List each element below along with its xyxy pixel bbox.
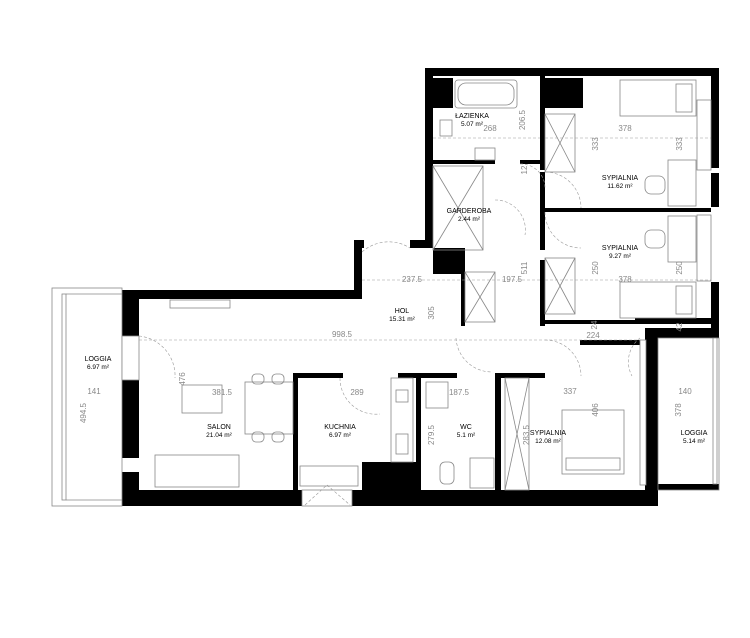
dim-bed1-h1: 333: [591, 137, 600, 151]
dimension-lines: [139, 137, 711, 341]
room-loggia-right: LOGGIA 5.14 m²: [681, 430, 708, 445]
svg-text:15.31 m²: 15.31 m²: [389, 316, 415, 323]
svg-text:5.1 m²: 5.1 m²: [457, 432, 476, 439]
svg-text:WC: WC: [460, 424, 472, 431]
dim-bed2-h1: 250: [591, 261, 600, 275]
room-loggia-left: LOGGIA 6.97 m²: [85, 356, 112, 371]
dim-bed3-w: 337: [563, 387, 577, 396]
dim-bed2-h2: 250: [675, 261, 684, 275]
svg-text:LOGGIA: LOGGIA: [85, 356, 112, 363]
svg-text:SALON: SALON: [207, 424, 231, 431]
room-labels: ŁAZIENKA 5.07 m² SYPIALNIA 11.62 m² GARD…: [85, 113, 708, 445]
room-kuchnia: KUCHNIA 6.97 m²: [324, 424, 356, 439]
dim-hall-305: 305: [427, 306, 436, 320]
dim-24: 24: [590, 320, 599, 329]
door-swings: [138, 163, 641, 415]
dim-closet-12: 12: [520, 165, 529, 174]
room-garderoba: GARDEROBA 2.44 m²: [447, 208, 492, 223]
dim-wc-h: 279.5: [427, 424, 436, 445]
room-sypialnia-3: SYPIALNIA 12.08 m²: [530, 430, 567, 445]
dim-kitchen-w: 289: [350, 388, 364, 397]
svg-text:HOL: HOL: [395, 308, 410, 315]
room-salon: SALON 21.04 m²: [206, 424, 232, 439]
svg-text:5.07 m²: 5.07 m²: [461, 121, 484, 128]
svg-text:SYPIALNIA: SYPIALNIA: [530, 430, 567, 437]
dim-salon-w: 381.5: [212, 388, 233, 397]
svg-text:11.62 m²: 11.62 m²: [607, 183, 633, 190]
dim-bed3-h1: 283.5: [522, 424, 531, 445]
room-sypialnia-1: SYPIALNIA 11.62 m²: [602, 175, 639, 190]
dim-bed3-h2: 406: [591, 403, 600, 417]
svg-text:2.44 m²: 2.44 m²: [458, 216, 481, 223]
svg-text:SYPIALNIA: SYPIALNIA: [602, 245, 639, 252]
svg-text:12.08 m²: 12.08 m²: [535, 438, 561, 445]
room-hol: HOL 15.31 m²: [389, 308, 415, 323]
room-sypialnia-2: SYPIALNIA 9.27 m²: [602, 245, 639, 260]
svg-text:6.97 m²: 6.97 m²: [329, 432, 352, 439]
dim-hall-w: 237.5: [402, 275, 423, 284]
svg-text:6.97 m²: 6.97 m²: [87, 364, 110, 371]
dim-loggia-h: 494.5: [79, 402, 88, 423]
windows: [51, 99, 720, 507]
svg-text:LOGGIA: LOGGIA: [681, 430, 708, 437]
svg-text:ŁAZIENKA: ŁAZIENKA: [455, 113, 489, 120]
dim-hall-511: 511: [520, 261, 529, 274]
svg-text:SYPIALNIA: SYPIALNIA: [602, 175, 639, 182]
dim-living-total: 998.5: [332, 330, 353, 339]
dim-bed1-w: 378: [618, 124, 632, 133]
dim-salon-h: 476: [178, 372, 187, 386]
dim-bed1-h2: 333: [675, 137, 684, 151]
room-wc: WC 5.1 m²: [457, 424, 476, 439]
dim-bath-h: 206.5: [518, 109, 527, 130]
interior-walls: [293, 76, 711, 492]
dim-bath-w: 268: [483, 124, 497, 133]
svg-text:GARDEROBA: GARDEROBA: [447, 208, 492, 215]
dim-hall-w2: 197.5: [502, 275, 523, 284]
dim-42: 42: [675, 322, 684, 331]
dimension-labels: 268 206.5 378 333 333 12 237.5 197.5 511…: [79, 109, 692, 445]
svg-text:9.27 m²: 9.27 m²: [609, 253, 632, 260]
room-lazienka: ŁAZIENKA 5.07 m²: [455, 113, 489, 128]
svg-text:21.04 m²: 21.04 m²: [206, 432, 232, 439]
dim-224: 224: [586, 331, 600, 340]
dim-wc-w: 187.5: [449, 388, 470, 397]
svg-text:5.14 m²: 5.14 m²: [683, 438, 706, 445]
outer-walls: [122, 68, 719, 506]
dim-loggia-w: 141: [87, 387, 101, 396]
dim-bed2-w: 378: [618, 275, 632, 284]
fixtures: [154, 79, 697, 491]
dim-loggia2-w: 140: [678, 387, 692, 396]
svg-text:KUCHNIA: KUCHNIA: [324, 424, 356, 431]
dim-loggia2-h: 378: [674, 403, 683, 417]
